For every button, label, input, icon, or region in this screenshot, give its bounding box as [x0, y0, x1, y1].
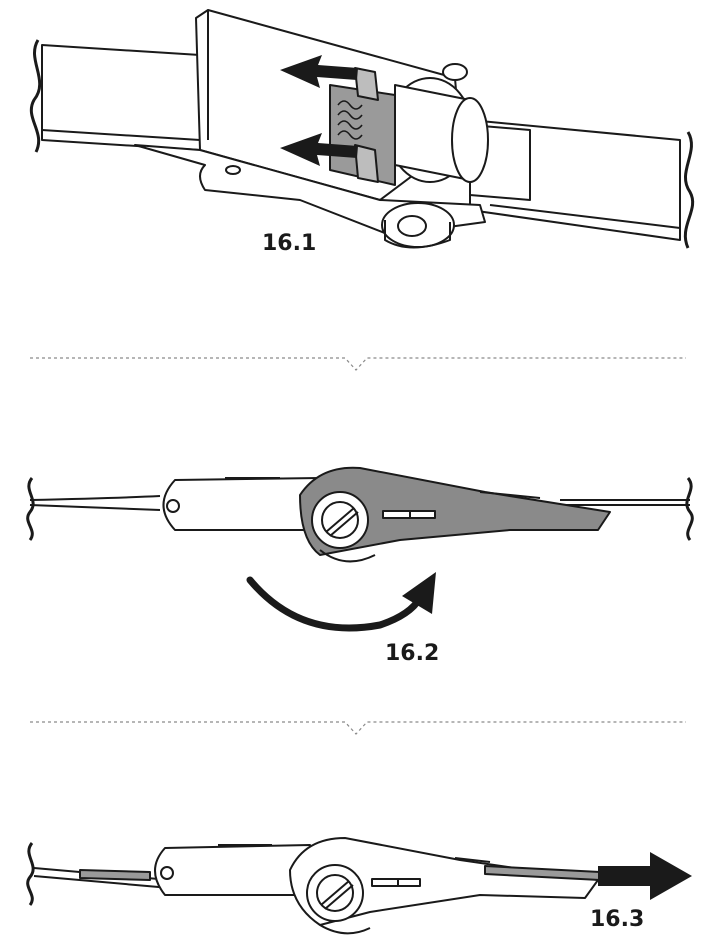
- strap-break-right: [685, 477, 694, 541]
- ratchet-handle: [299, 466, 611, 556]
- curved-arrow-icon: [246, 572, 436, 632]
- step-1-illustration: [29, 9, 695, 249]
- spring: [337, 100, 363, 140]
- ratchet-base: [162, 477, 321, 531]
- strap-break-left: [29, 39, 42, 153]
- step-label-16-2: 16.2: [385, 641, 439, 666]
- step-label-16-3: 16.3: [590, 907, 644, 932]
- ratchet-base: [154, 844, 311, 896]
- step-label-16-1: 16.1: [262, 231, 316, 256]
- strap-break-left: [26, 477, 35, 541]
- strap-break-right: [683, 131, 695, 249]
- arrow-left-icon: [280, 55, 358, 166]
- section-divider-2: [30, 721, 686, 735]
- strap-break-left: [26, 842, 35, 906]
- section-divider-1: [30, 357, 686, 371]
- step-2-illustration: [26, 466, 694, 563]
- ratchet-handle: [289, 837, 599, 926]
- arrow-right-icon: [598, 852, 692, 900]
- step-3-illustration: [26, 837, 601, 935]
